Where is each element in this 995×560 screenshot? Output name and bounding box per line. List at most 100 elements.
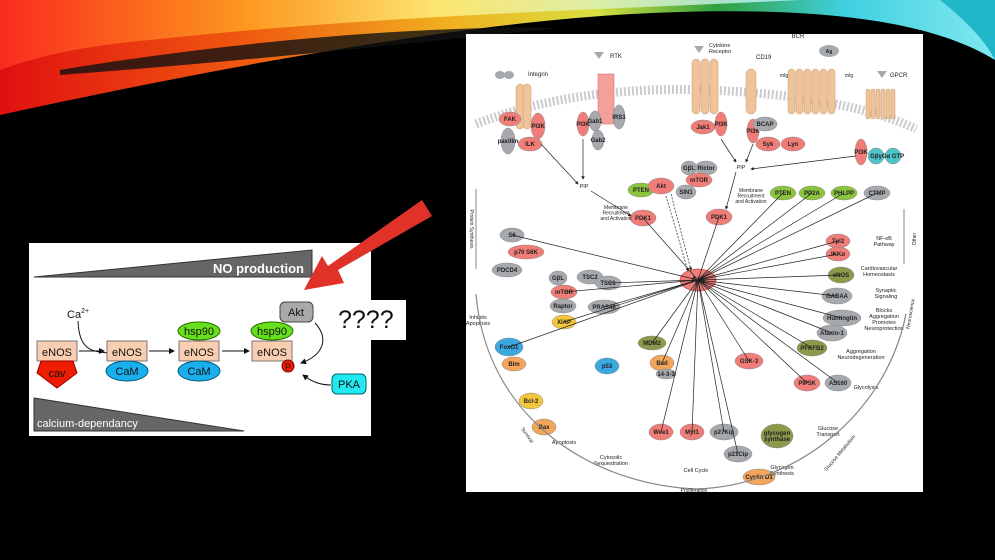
cytokine-receptor (700, 58, 710, 115)
gpcr-helix (870, 88, 876, 120)
akt-label: Akt (288, 307, 304, 319)
node-pi3k-cytokine: PI3K (714, 111, 728, 137)
hsp90-ellipse-2 (250, 321, 294, 341)
akt-edge (607, 279, 699, 284)
node-label: GβL (552, 276, 564, 282)
node-ilk: ILK (517, 136, 543, 152)
enos-activation-diagram: NO production Ca2+ eNOS cav eNOS CaM hsp… (29, 243, 371, 436)
node-label: PDK1 (635, 216, 652, 222)
node-gby: Gβγ (867, 147, 885, 165)
calcium-dependency-wedge (33, 397, 245, 432)
enos-label-3: eNOS (184, 347, 214, 359)
akt-edge (697, 279, 838, 297)
bcr-receptor (819, 68, 828, 115)
node-pi3k-gpcr: PI3K (854, 138, 868, 166)
node-label: PP2A (804, 191, 820, 197)
calcium-dependency-label: calcium-dependancy (37, 418, 138, 430)
akt-edge (511, 234, 699, 281)
gpcr-helix (890, 88, 896, 120)
phospho-label: P (285, 362, 291, 372)
akt-edge (697, 216, 720, 281)
phospho-circle (281, 359, 295, 373)
mig-label: mIg (780, 73, 789, 79)
node-pi3k-rtk: PI3K (576, 111, 590, 137)
node-label: PI3K (746, 129, 760, 135)
pip3-label-right: PIP (737, 165, 746, 171)
node-label: PI3K (854, 150, 868, 156)
integrin-ligand (495, 71, 505, 79)
akt-edge (697, 279, 750, 362)
node-label: Syk (763, 142, 774, 148)
node-label: XIAP (557, 320, 571, 326)
gpcr-helix (875, 88, 881, 120)
cam-label-2: CaM (187, 366, 210, 378)
node-label: BCAP (756, 122, 773, 128)
gpcr-ligand (877, 71, 887, 78)
node-label: paxillin (498, 139, 519, 145)
akt-box (279, 301, 314, 323)
node-label: GABAA (826, 294, 849, 300)
node-label: PTEN (633, 188, 649, 194)
gpcr-helix (880, 88, 886, 120)
akt-edge (697, 192, 845, 281)
node-label: ILK (525, 142, 535, 148)
node-label: IKKα (831, 252, 845, 258)
akt-edge (697, 240, 839, 281)
akt-edge (642, 217, 699, 281)
cav-pentagon (36, 360, 78, 389)
node-bcap: BCAP (752, 116, 778, 132)
node-label: p53 (602, 364, 613, 370)
akt-edge (697, 253, 839, 281)
node-paxillin: paxillin (498, 127, 519, 155)
akt-edge (563, 279, 699, 323)
node-label: Gβγ (870, 154, 882, 160)
node-label: Gα GTP (882, 154, 904, 160)
node-gagtp: Gα GTP (882, 147, 904, 165)
glycolysis-label: Glycolysis (854, 385, 879, 391)
node-label: GSK-3 (740, 359, 759, 365)
node-label: PI3K (714, 122, 728, 128)
category-survival: Survival (519, 426, 534, 444)
node-wee1: Wee1 (648, 423, 674, 441)
node-label: Huntingtin (827, 316, 857, 322)
cav-label: cav (48, 368, 66, 380)
cam-ellipse-1 (105, 360, 149, 382)
node-label: p27Kip (714, 430, 734, 436)
node-label: TSC1 (600, 281, 616, 287)
node-pi3k: PI3K (530, 112, 545, 140)
node-syk: Syk (755, 136, 781, 152)
node-label: PFKFB2 (800, 346, 824, 352)
node-label: Bad (656, 361, 668, 367)
akt-edge (697, 279, 839, 384)
rtk-ligand (594, 52, 604, 59)
cam-ellipse-2 (177, 360, 221, 382)
enos-label-2: eNOS (112, 347, 142, 359)
node-label: PI3K (531, 124, 545, 130)
pip3-label-left: PIP (580, 184, 589, 190)
node-label: SIN1 (679, 190, 693, 196)
cd19-receptor (745, 68, 757, 115)
edge-pip3-pdk1 (590, 190, 632, 217)
akt-edge (660, 279, 699, 433)
node-label: Lyn (788, 142, 799, 148)
node-label: AS160 (829, 381, 848, 387)
node-label: PTEN (775, 191, 791, 197)
rtk-receptor (597, 73, 615, 125)
ag-antigen (819, 45, 839, 57)
akt-edge (697, 279, 725, 433)
bcr-receptor (795, 68, 804, 115)
node-label: PDCD4 (497, 268, 518, 274)
gpcr-helix (865, 88, 871, 120)
node-mtor: mTOR (685, 172, 713, 188)
node-bcl2: Bcl-2 (518, 392, 544, 410)
node-jak1: Jak1 (690, 119, 716, 135)
